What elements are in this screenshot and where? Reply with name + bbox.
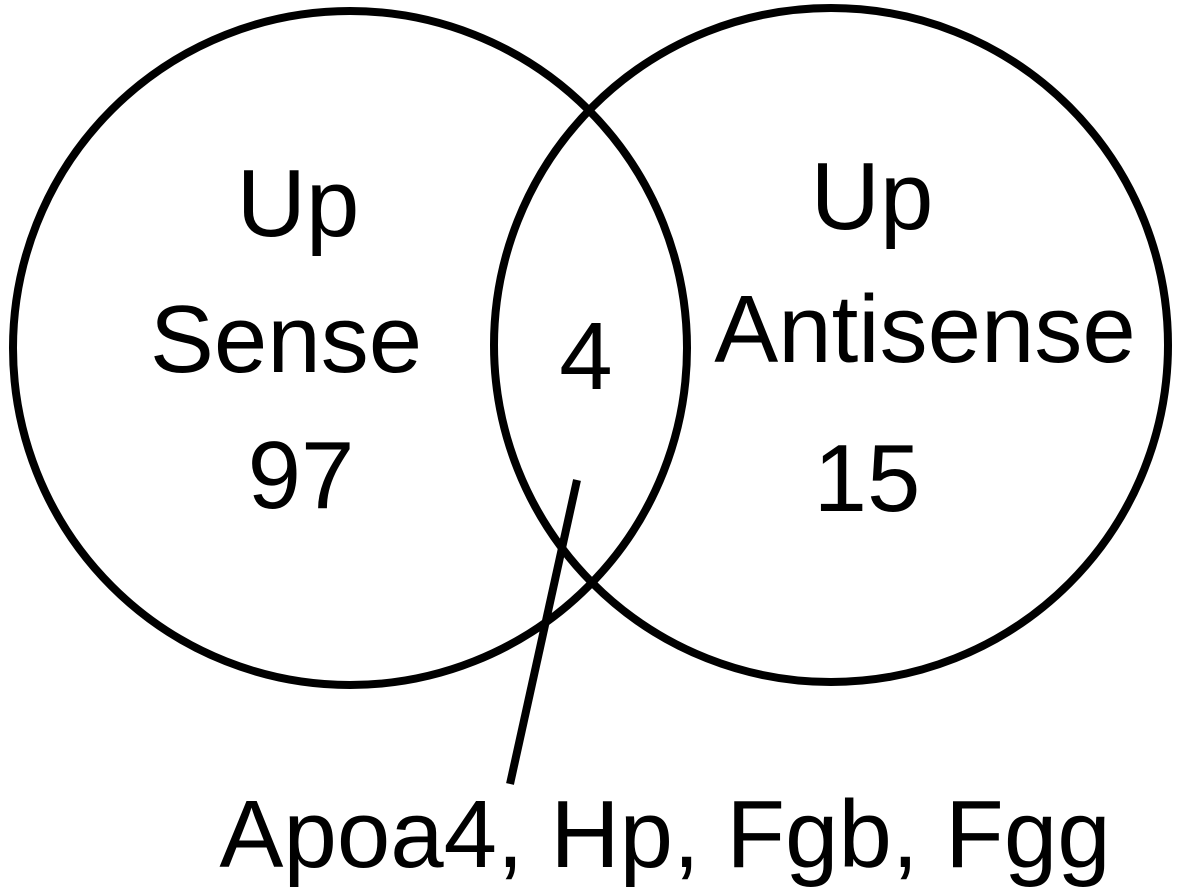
left-set-count: 97 xyxy=(247,422,355,529)
overlap-count: 4 xyxy=(559,303,613,410)
right-circle-outline xyxy=(490,4,1172,686)
overlap-genes-list: Apoa4, Hp, Fgb, Fgg xyxy=(219,781,1111,888)
left-set-title-line2: Sense xyxy=(149,286,423,393)
left-circle-outline xyxy=(9,7,691,689)
right-set-title-line2: Antisense xyxy=(714,276,1136,383)
overlap-leader-line xyxy=(506,479,581,785)
left-set-title-line1: Up xyxy=(236,150,360,257)
right-set-count: 15 xyxy=(813,425,921,532)
right-set-title-line1: Up xyxy=(810,143,934,250)
